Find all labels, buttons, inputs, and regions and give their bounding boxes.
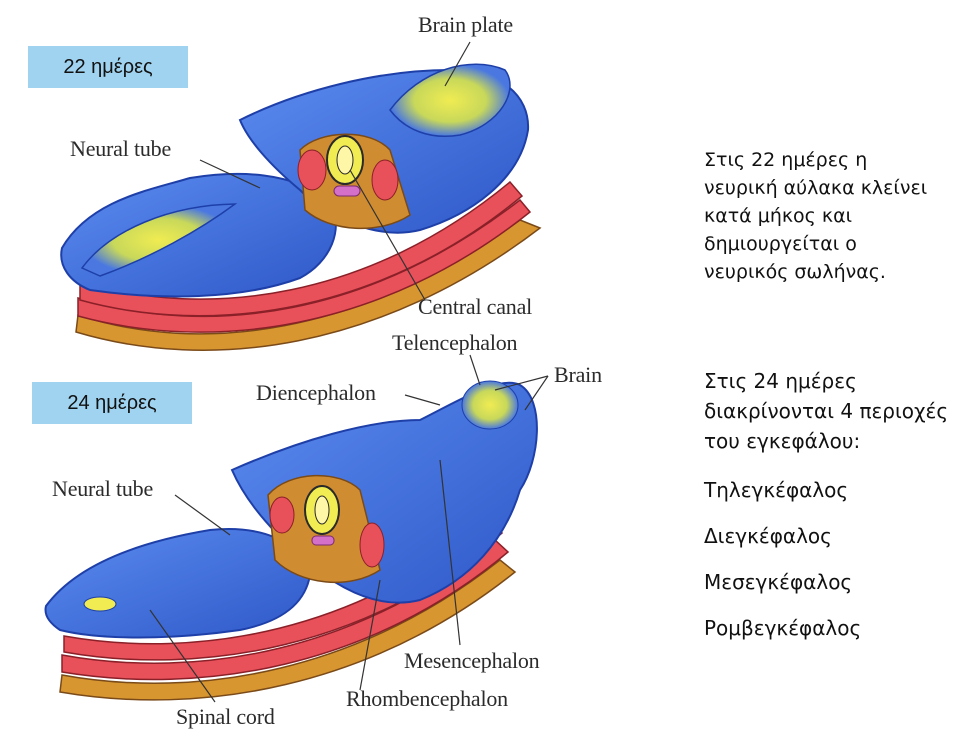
embryo24-notochord	[311, 535, 335, 546]
label-brain-plate: Brain plate	[418, 12, 513, 37]
label-mesencephalon: Mesencephalon	[404, 648, 540, 673]
brain-region-list: Τηλεγκέφαλος Διεγκέφαλος Μεσεγκέφαλος Ρο…	[704, 474, 960, 658]
label-brain: Brain	[554, 362, 602, 387]
pointer-neural-tube-24	[174, 494, 231, 536]
badge-24-days: 24 ημέρες	[32, 382, 192, 424]
embryo24-spinal-opening	[83, 596, 117, 612]
caption-22-days: Στις 22 ημέρες η νευρική αύλακα κλείνει …	[704, 146, 960, 286]
pointer-rhombencephalon	[359, 579, 381, 691]
label-spinal-cord: Spinal cord	[176, 704, 275, 729]
embryo24-neural-tube	[44, 528, 312, 639]
embryo22-canal-lumen	[336, 145, 354, 175]
embryo24-somite-right	[359, 522, 385, 568]
pointer-neural-tube-22	[199, 159, 261, 189]
pointer-spinal-cord	[149, 609, 216, 703]
pointer-telencephalon	[469, 354, 481, 386]
caption-24-days: Στις 24 ημέρες διακρίνονται 4 περιοχές τ…	[704, 366, 960, 456]
embryo22-neural-tube-plate	[80, 203, 238, 277]
embryo22-brain-plate	[389, 63, 511, 137]
caption-22-line: κατά μήκος και	[704, 205, 853, 227]
region-item: Τηλεγκέφαλος	[704, 478, 849, 502]
label-rhombencephalon: Rhombencephalon	[346, 686, 508, 711]
embryo24-somite-left	[269, 496, 295, 534]
badge-22-days: 22 ημέρες	[28, 46, 188, 88]
label-neural-tube-22: Neural tube	[70, 136, 172, 161]
embryo-24-days	[44, 354, 549, 703]
embryo24-telencephalon-glow	[461, 380, 519, 430]
embryo22-notochord	[333, 185, 361, 197]
pointer-brain-a	[494, 375, 549, 391]
embryo22-somite-right	[371, 159, 399, 201]
embryo22-somite-left	[297, 149, 327, 191]
embryo-illustration	[44, 41, 549, 703]
embryo24-canal-lumen	[314, 495, 330, 525]
caption-24-line: διακρίνονται 4 περιοχές	[704, 399, 949, 423]
pointer-diencephalon	[404, 394, 441, 406]
caption-24-line: του εγκεφάλου:	[704, 429, 861, 453]
pointer-brain-b	[524, 375, 549, 411]
label-telencephalon: Telencephalon	[392, 330, 518, 355]
embryo-22-days	[60, 41, 542, 351]
caption-22-line: Στις 22 ημέρες η	[704, 149, 868, 171]
embryo22-layer-red-2	[79, 180, 524, 317]
region-item: Διεγκέφαλος	[704, 524, 832, 548]
caption-24-line: Στις 24 ημέρες	[704, 369, 857, 393]
embryo24-layer-orange	[59, 559, 517, 701]
embryo22-layer-orange	[75, 219, 542, 351]
label-diencephalon: Diencephalon	[256, 380, 376, 405]
region-item: Ρομβεγκέφαλος	[704, 616, 862, 640]
caption-22-line: νευρική αύλακα κλείνει	[704, 177, 928, 199]
embryo24-layer-red-1	[61, 539, 510, 681]
caption-22-line: δημιουργείται ο	[704, 233, 857, 255]
pointer-mesencephalon	[439, 459, 461, 646]
pointer-brain-plate	[444, 41, 471, 87]
label-central-canal: Central canal	[418, 294, 533, 319]
label-neural-tube-24: Neural tube	[52, 476, 154, 501]
pointer-central-canal	[349, 169, 426, 301]
embryo22-neural-tube	[60, 172, 337, 298]
region-item: Μεσεγκέφαλος	[704, 570, 853, 594]
embryo-figure: 22 ημέρες 24 ημέρες Brain plate Neural t…	[28, 12, 602, 729]
caption-22-line: νευρικός σωλήνας.	[704, 261, 886, 283]
